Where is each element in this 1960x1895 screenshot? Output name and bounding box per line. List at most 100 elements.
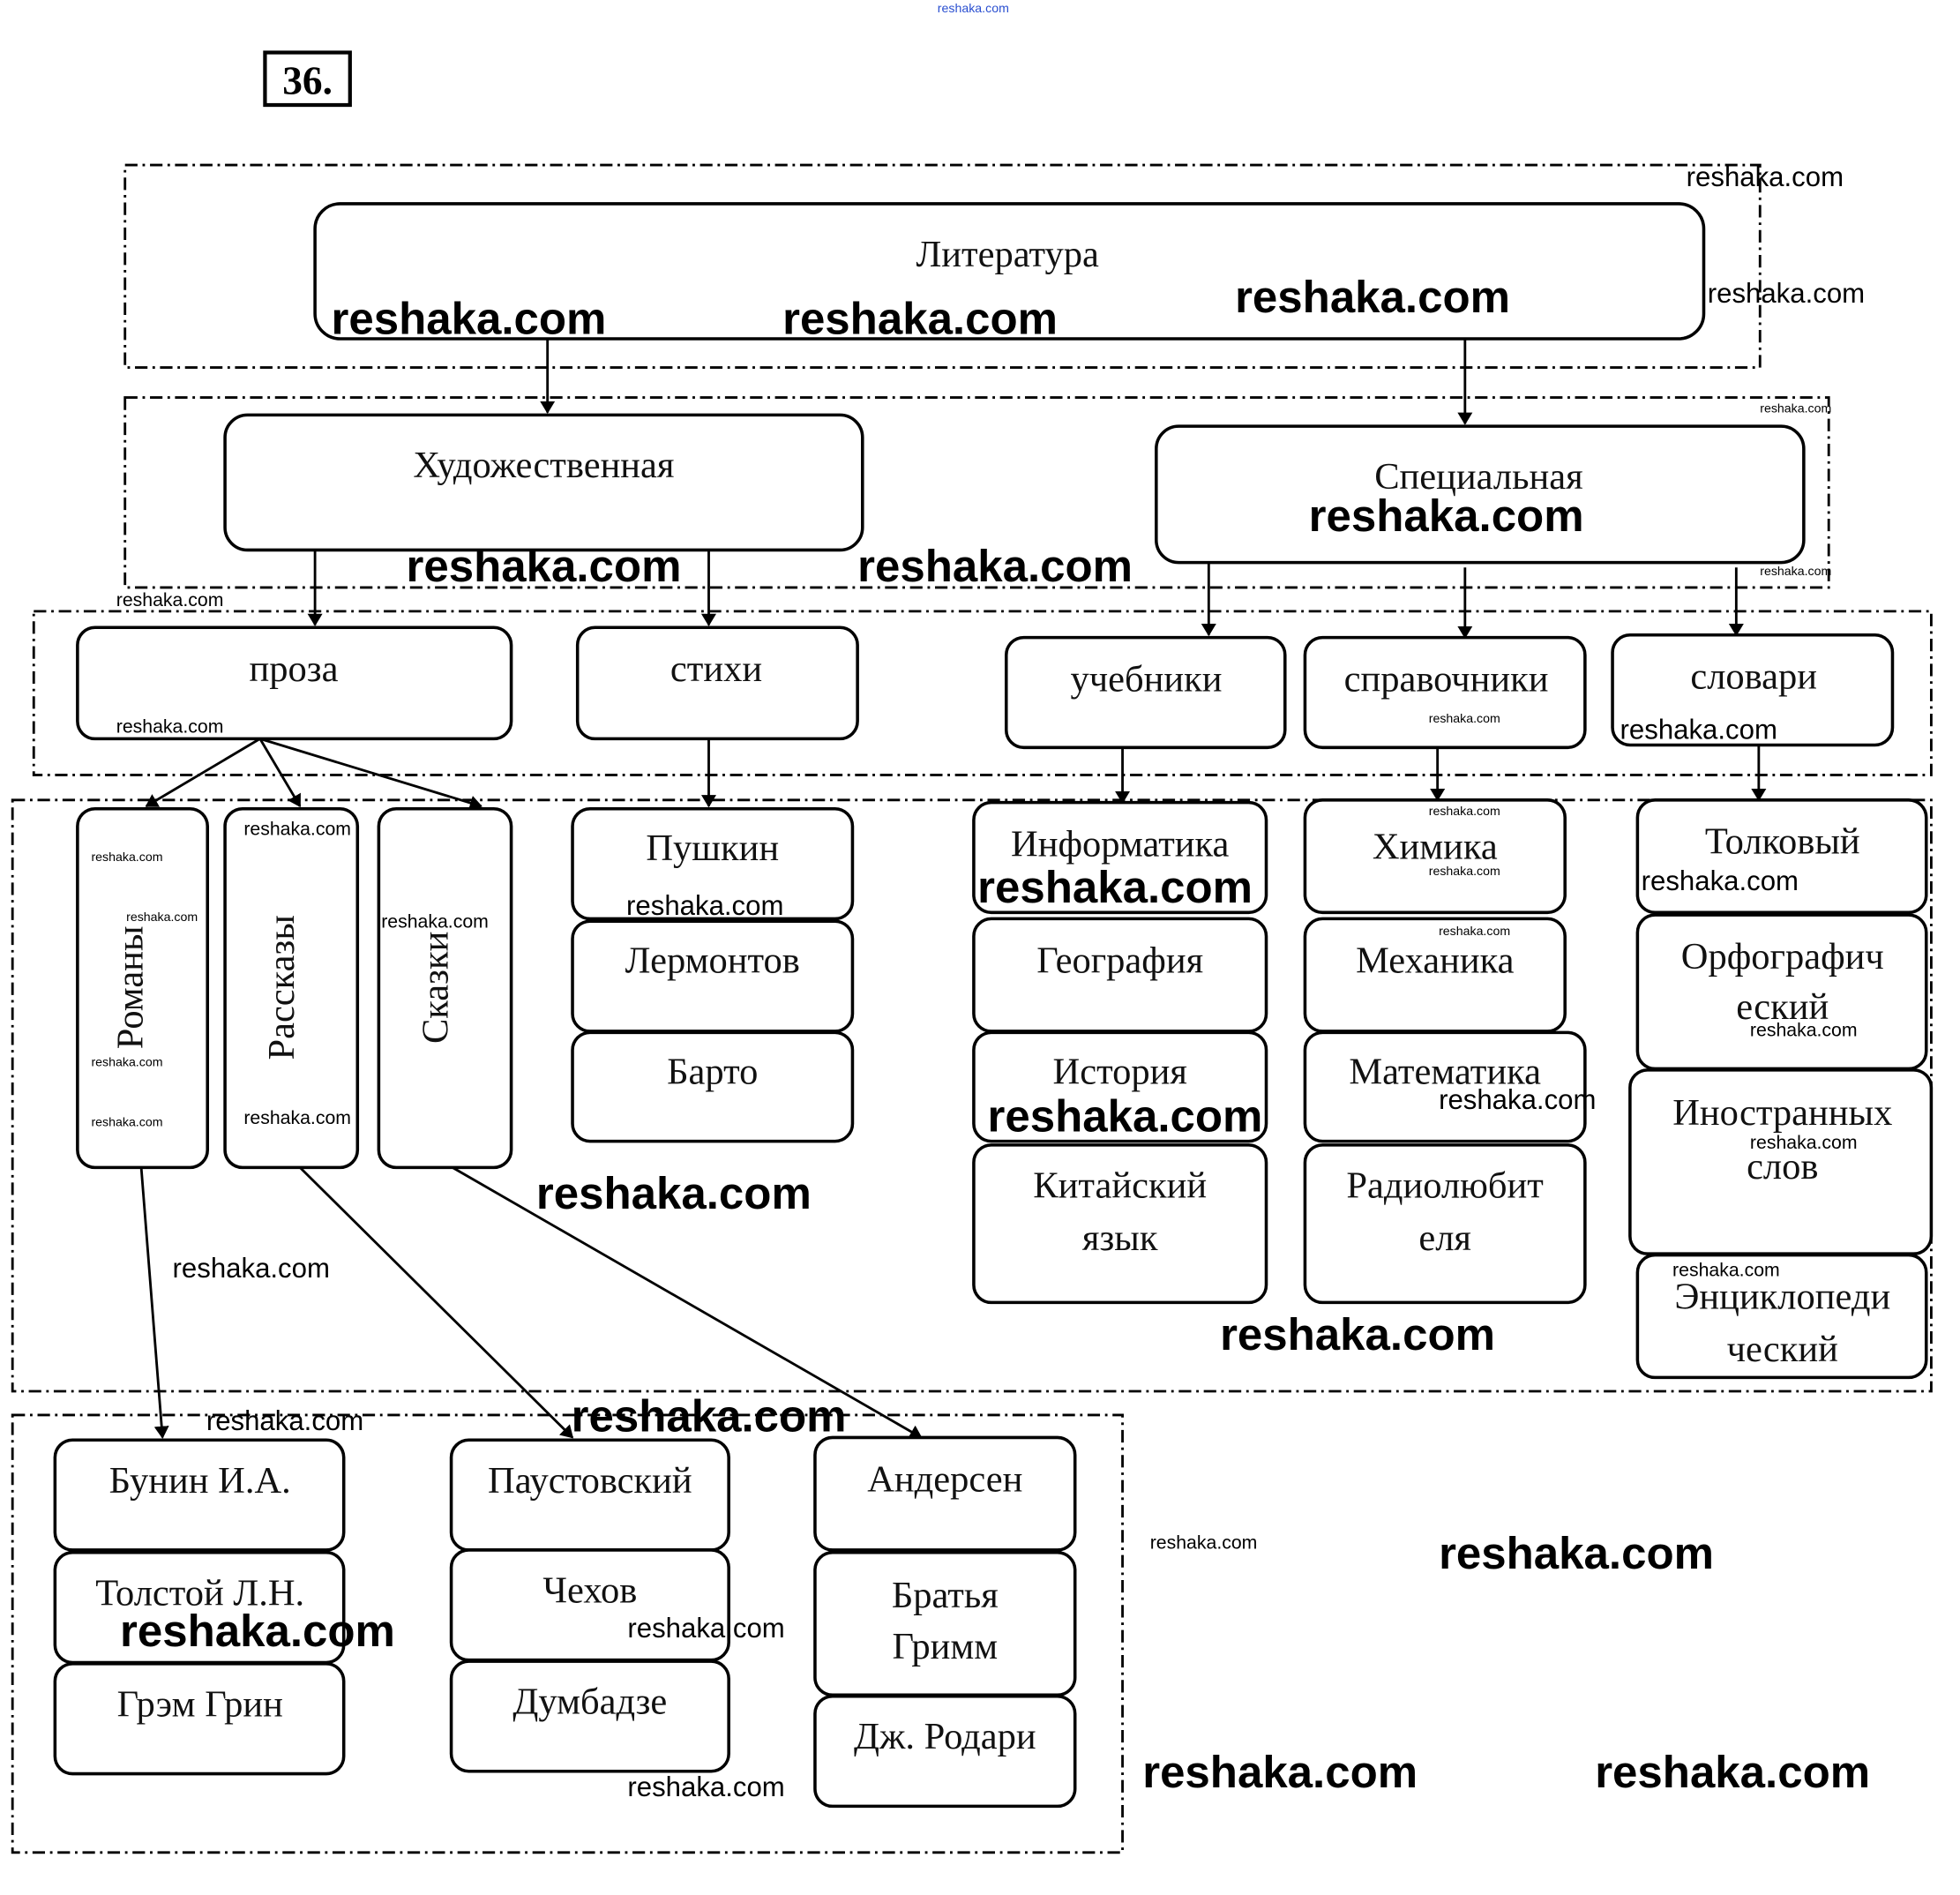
- svg-text:reshaka.com: reshaka.com: [627, 1771, 784, 1802]
- svg-text:reshaka.com: reshaka.com: [627, 1613, 784, 1644]
- svg-text:reshaka.com: reshaka.com: [407, 541, 682, 591]
- level-1-group: [123, 163, 1762, 369]
- svg-text:reshaka.com: reshaka.com: [120, 1606, 395, 1656]
- svg-text:Радиолюбит: Радиолюбит: [1346, 1165, 1543, 1206]
- svg-text:reshaka.com: reshaka.com: [91, 1056, 162, 1070]
- connector-arrows: [139, 338, 1767, 1439]
- svg-text:reshaka.com: reshaka.com: [332, 293, 607, 343]
- svg-text:Грэм Грин: Грэм Грин: [117, 1683, 283, 1725]
- svg-text:Думбадзе: Думбадзе: [512, 1682, 667, 1723]
- svg-text:reshaka.com: reshaka.com: [626, 890, 783, 921]
- task-number: 36.: [282, 58, 333, 102]
- svg-text:reshaka.com: reshaka.com: [1309, 491, 1584, 541]
- svg-text:Барто: Барто: [667, 1051, 758, 1092]
- svg-text:Толстой Л.Н.: Толстой Л.Н.: [95, 1572, 304, 1614]
- node-tales: Сказки: [377, 806, 513, 1170]
- svg-text:reshaka.com: reshaka.com: [1708, 278, 1865, 309]
- node-andersen: Андерсен: [813, 1435, 1077, 1552]
- svg-text:reshaka.com: reshaka.com: [1439, 1528, 1714, 1578]
- svg-text:reshaka.com: reshaka.com: [173, 1253, 330, 1284]
- node-paustovsky: Паустовский: [449, 1438, 730, 1552]
- node-reference: справочники: [1303, 635, 1587, 750]
- svg-text:Механика: Механика: [1356, 940, 1515, 981]
- svg-text:reshaka.com: reshaka.com: [988, 1090, 1263, 1141]
- watermarks: reshaka.com reshaka.com reshaka.com resh…: [91, 2, 1870, 1802]
- svg-text:reshaka.com: reshaka.com: [116, 715, 224, 737]
- svg-text:reshaka.com: reshaka.com: [1150, 1532, 1258, 1554]
- svg-text:стихи: стихи: [670, 648, 762, 690]
- node-bunin: Бунин И.А.: [53, 1438, 346, 1552]
- svg-text:reshaka.com: reshaka.com: [977, 862, 1253, 912]
- svg-text:Андерсен: Андерсен: [867, 1458, 1022, 1500]
- svg-text:reshaka.com: reshaka.com: [1429, 805, 1500, 819]
- node-mechanics: Механика: [1303, 917, 1567, 1033]
- svg-text:reshaka.com: reshaka.com: [1429, 865, 1500, 879]
- svg-text:Иностранных: Иностранных: [1672, 1092, 1892, 1134]
- node-textbooks: учебники: [1004, 635, 1287, 750]
- svg-text:reshaka.com: reshaka.com: [1429, 712, 1500, 726]
- node-fiction: Художественная: [223, 413, 864, 552]
- svg-text:География: География: [1036, 940, 1203, 981]
- svg-text:Пушкин: Пушкин: [646, 828, 779, 869]
- svg-text:Романы: Романы: [110, 925, 152, 1049]
- svg-text:reshaka.com: reshaka.com: [1750, 1020, 1858, 1041]
- node-rodari: Дж. Родари: [813, 1694, 1077, 1809]
- node-chemist: Химика: [1303, 798, 1567, 915]
- node-history: История: [972, 1030, 1268, 1143]
- node-geography: География: [972, 917, 1268, 1033]
- svg-text:reshaka.com: reshaka.com: [1750, 1132, 1858, 1153]
- svg-text:История: История: [1053, 1051, 1187, 1092]
- svg-text:Братья: Братья: [892, 1575, 999, 1616]
- svg-text:Рассказы: Рассказы: [261, 915, 303, 1060]
- svg-text:reshaka.com: reshaka.com: [1760, 402, 1831, 416]
- node-dumbadze: Думбадзе: [449, 1659, 730, 1773]
- node-spelling: Орфографич еский: [1635, 913, 1928, 1071]
- svg-text:reshaka.com: reshaka.com: [572, 1390, 847, 1441]
- svg-text:reshaka.com: reshaka.com: [243, 1107, 351, 1128]
- svg-text:Орфографич: Орфографич: [1681, 936, 1884, 977]
- node-special: Специальная: [1155, 424, 1806, 565]
- node-informatics: Информатика: [972, 800, 1268, 915]
- svg-text:reshaka.com: reshaka.com: [1235, 272, 1510, 322]
- svg-text:Сказки: Сказки: [415, 932, 456, 1044]
- svg-text:reshaka.com: reshaka.com: [243, 818, 351, 839]
- node-prose: проза: [76, 625, 513, 741]
- svg-text:Литература: Литература: [916, 234, 1099, 275]
- svg-text:слов: слов: [1747, 1146, 1818, 1187]
- svg-text:reshaka.com: reshaka.com: [206, 1405, 363, 1436]
- svg-text:Паустовский: Паустовский: [488, 1460, 692, 1502]
- level-3-group: [32, 610, 1933, 776]
- svg-text:справочники: справочники: [1344, 659, 1549, 700]
- svg-text:reshaka.com: reshaka.com: [91, 850, 162, 865]
- svg-text:Энциклопеди: Энциклопеди: [1674, 1276, 1890, 1317]
- svg-text:Бунин И.А.: Бунин И.А.: [109, 1460, 291, 1502]
- node-lermontov: Лермонтов: [571, 919, 855, 1033]
- node-poems: стихи: [575, 625, 859, 741]
- svg-text:reshaka.com: reshaka.com: [381, 910, 489, 932]
- svg-text:reshaka.com: reshaka.com: [116, 589, 224, 610]
- svg-text:reshaka.com: reshaka.com: [1672, 1260, 1780, 1281]
- svg-text:reshaka.com: reshaka.com: [1760, 565, 1831, 579]
- svg-text:reshaka.com: reshaka.com: [1439, 925, 1510, 939]
- node-dictionaries: словари: [1611, 633, 1895, 747]
- svg-text:Специальная: Специальная: [1374, 456, 1582, 498]
- node-pushkin: Пушкин: [571, 806, 855, 921]
- svg-text:reshaka.com: reshaka.com: [91, 1116, 162, 1130]
- node-math: Математика: [1303, 1030, 1587, 1143]
- svg-text:Чехов: Чехов: [542, 1569, 637, 1611]
- svg-text:reshaka.com: reshaka.com: [1642, 865, 1799, 896]
- level-5-group: [11, 1413, 1124, 1854]
- svg-text:reshaka.com: reshaka.com: [1142, 1747, 1418, 1797]
- svg-text:еский: еский: [1736, 986, 1829, 1028]
- svg-text:словари: словари: [1690, 656, 1817, 698]
- svg-text:Математика: Математика: [1349, 1051, 1541, 1092]
- node-explanatory: Толковый: [1635, 798, 1928, 915]
- task-number-box: [263, 50, 352, 108]
- svg-text:Лермонтов: Лермонтов: [625, 940, 800, 981]
- svg-text:reshaka.com: reshaka.com: [782, 293, 1058, 343]
